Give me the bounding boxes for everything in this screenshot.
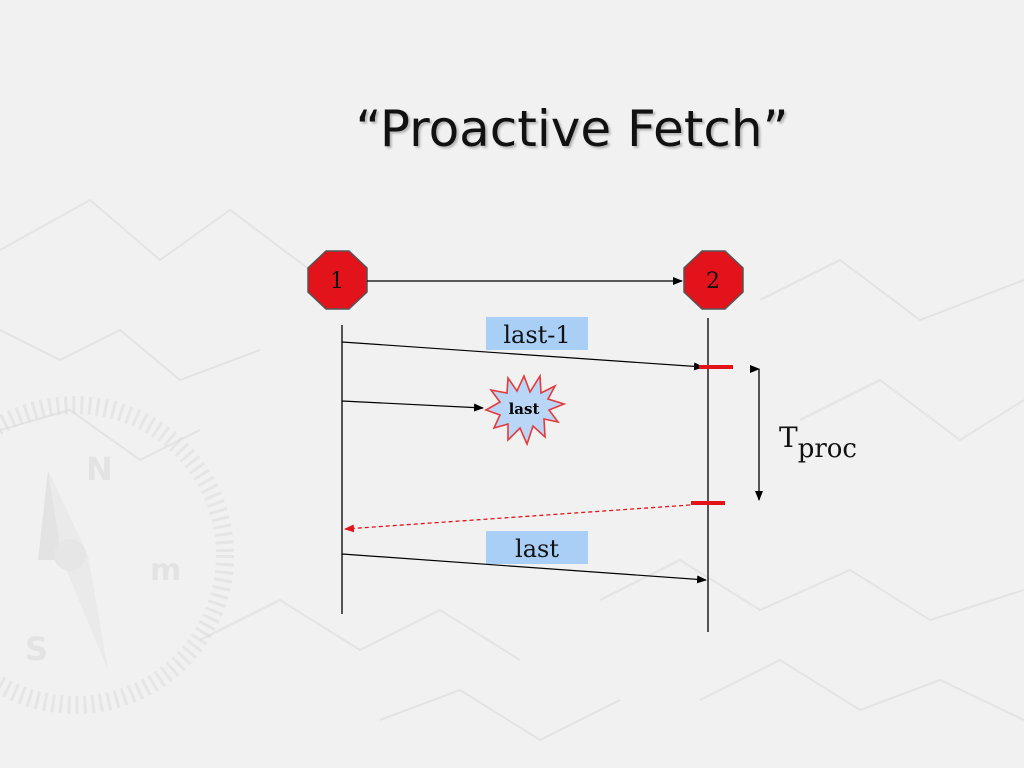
svg-text:N: N bbox=[86, 450, 113, 488]
message-arrow-last-1 bbox=[341, 341, 704, 371]
burst-last: last bbox=[484, 373, 567, 447]
message-arrow-last bbox=[341, 553, 707, 584]
burst-label: last bbox=[509, 400, 540, 418]
message-label-text: last-1 bbox=[503, 321, 570, 349]
message-arrow-to-burst bbox=[341, 400, 484, 412]
response-dashed-arrow bbox=[344, 504, 691, 533]
message-label-last: last bbox=[486, 531, 588, 564]
message-label-last-1: last-1 bbox=[486, 317, 588, 350]
svg-text:S: S bbox=[25, 630, 48, 668]
node-2: 2 bbox=[683, 250, 744, 310]
node-1-label: 1 bbox=[330, 269, 344, 294]
svg-text:m: m bbox=[150, 553, 181, 588]
node-1: 1 bbox=[307, 250, 368, 310]
slide-title: “Proactive Fetch” bbox=[355, 100, 789, 158]
tproc-label: Tproc bbox=[779, 421, 857, 464]
compass-icon: N S m bbox=[0, 396, 234, 714]
message-label-text: last bbox=[515, 535, 559, 563]
explosion-icon bbox=[484, 373, 567, 447]
stop-octagon-icon bbox=[307, 250, 368, 310]
stop-octagon-icon bbox=[683, 250, 744, 310]
node-2-label: 2 bbox=[706, 269, 720, 294]
